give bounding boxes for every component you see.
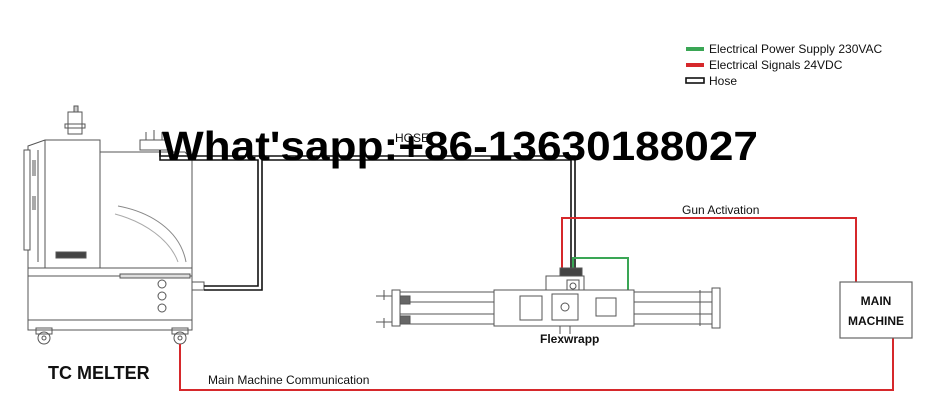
whatsapp-watermark: What'sapp:+86-13630188027	[162, 123, 758, 169]
flexwrapp-label: Flexwrapp	[540, 332, 599, 346]
tc-melter-machine	[23, 105, 205, 345]
power-wiring	[572, 257, 629, 290]
gun-activation-label: Gun Activation	[682, 203, 759, 217]
legend-swatch-signals	[686, 63, 704, 67]
signal-wiring	[179, 217, 894, 391]
main-machine-box: MAIN MACHINE	[839, 281, 913, 339]
hose-label: HOSE	[395, 131, 429, 145]
flexwrapp-unit	[376, 267, 721, 334]
legend-swatch-power	[686, 47, 704, 51]
main-machine-communication-label: Main Machine Communication	[208, 373, 369, 387]
legend: Electrical Power Supply 230VAC Electrica…	[685, 42, 883, 88]
legend-label-hose: Hose	[709, 74, 737, 88]
main-machine-label-line2: MACHINE	[848, 314, 904, 328]
legend-swatch-hose	[685, 77, 705, 84]
main-machine-label-line1: MAIN	[861, 294, 892, 308]
hose-run-upper	[159, 150, 576, 291]
legend-label-signals: Electrical Signals 24VDC	[709, 58, 843, 72]
tc-melter-label: TC MELTER	[48, 363, 150, 383]
legend-label-power: Electrical Power Supply 230VAC	[709, 42, 883, 56]
